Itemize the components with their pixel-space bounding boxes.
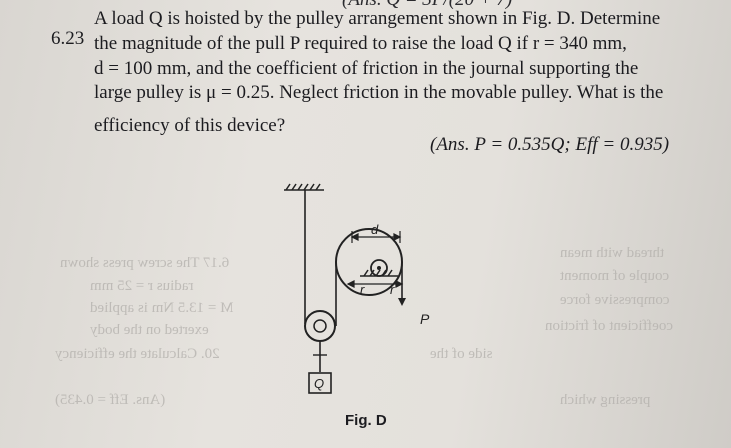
movable-hub [313, 319, 327, 333]
problem-number: 6.23 [51, 28, 85, 49]
answer: (Ans. P = 0.535Q; Eff = 0.935) [430, 134, 670, 155]
label-d: d [371, 222, 379, 237]
label-r: r [360, 282, 365, 297]
journal-center [377, 266, 381, 270]
r-dimension [346, 280, 404, 288]
bracket [360, 269, 398, 277]
problem-line: large pulley is μ = 0.25. Neglect fricti… [94, 82, 664, 103]
arrow-p [398, 298, 406, 306]
label-q: Q [314, 376, 324, 391]
problem-line: the magnitude of the pull P required to … [94, 33, 627, 54]
label-r2: r [390, 282, 395, 297]
d-dimension [350, 231, 402, 243]
figure-caption: Fig. D [345, 412, 387, 429]
previous-answer-cut: (Ans. Q = 3P/(20 + 7) [342, 0, 512, 11]
movable-pulley [304, 310, 336, 342]
problem-line: A load Q is hoisted by the pulley arrang… [94, 8, 661, 29]
ceiling-support [284, 183, 324, 191]
label-p: P [420, 311, 430, 327]
problem-line: efficiency of this device? [94, 115, 286, 136]
problem-line: d = 100 mm, and the coefficient of frict… [94, 58, 639, 79]
load-box [308, 372, 332, 394]
